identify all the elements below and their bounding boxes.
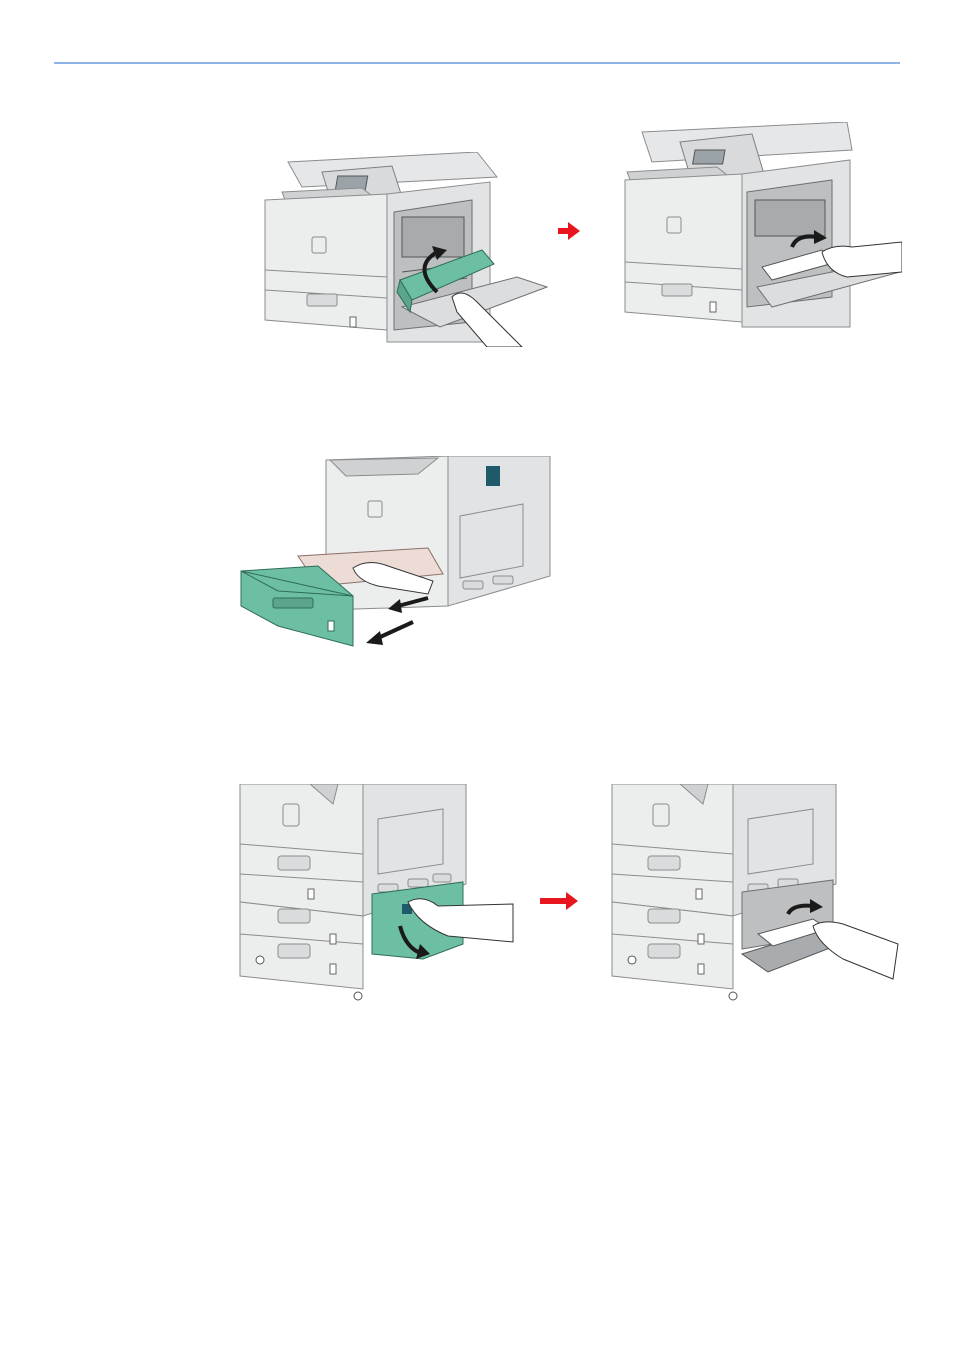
- header-rule: [54, 62, 900, 64]
- figure-pull-out-cassette: [240, 456, 551, 647]
- figure-open-lower-cover: [239, 784, 514, 1001]
- next-step-arrow-icon-2: [540, 892, 578, 910]
- figure-remove-jammed-paper: [624, 122, 902, 328]
- next-step-arrow-icon: [558, 222, 580, 240]
- figure-remove-paper-lower-cover: [611, 784, 899, 1001]
- figure-open-right-cover: [264, 152, 549, 347]
